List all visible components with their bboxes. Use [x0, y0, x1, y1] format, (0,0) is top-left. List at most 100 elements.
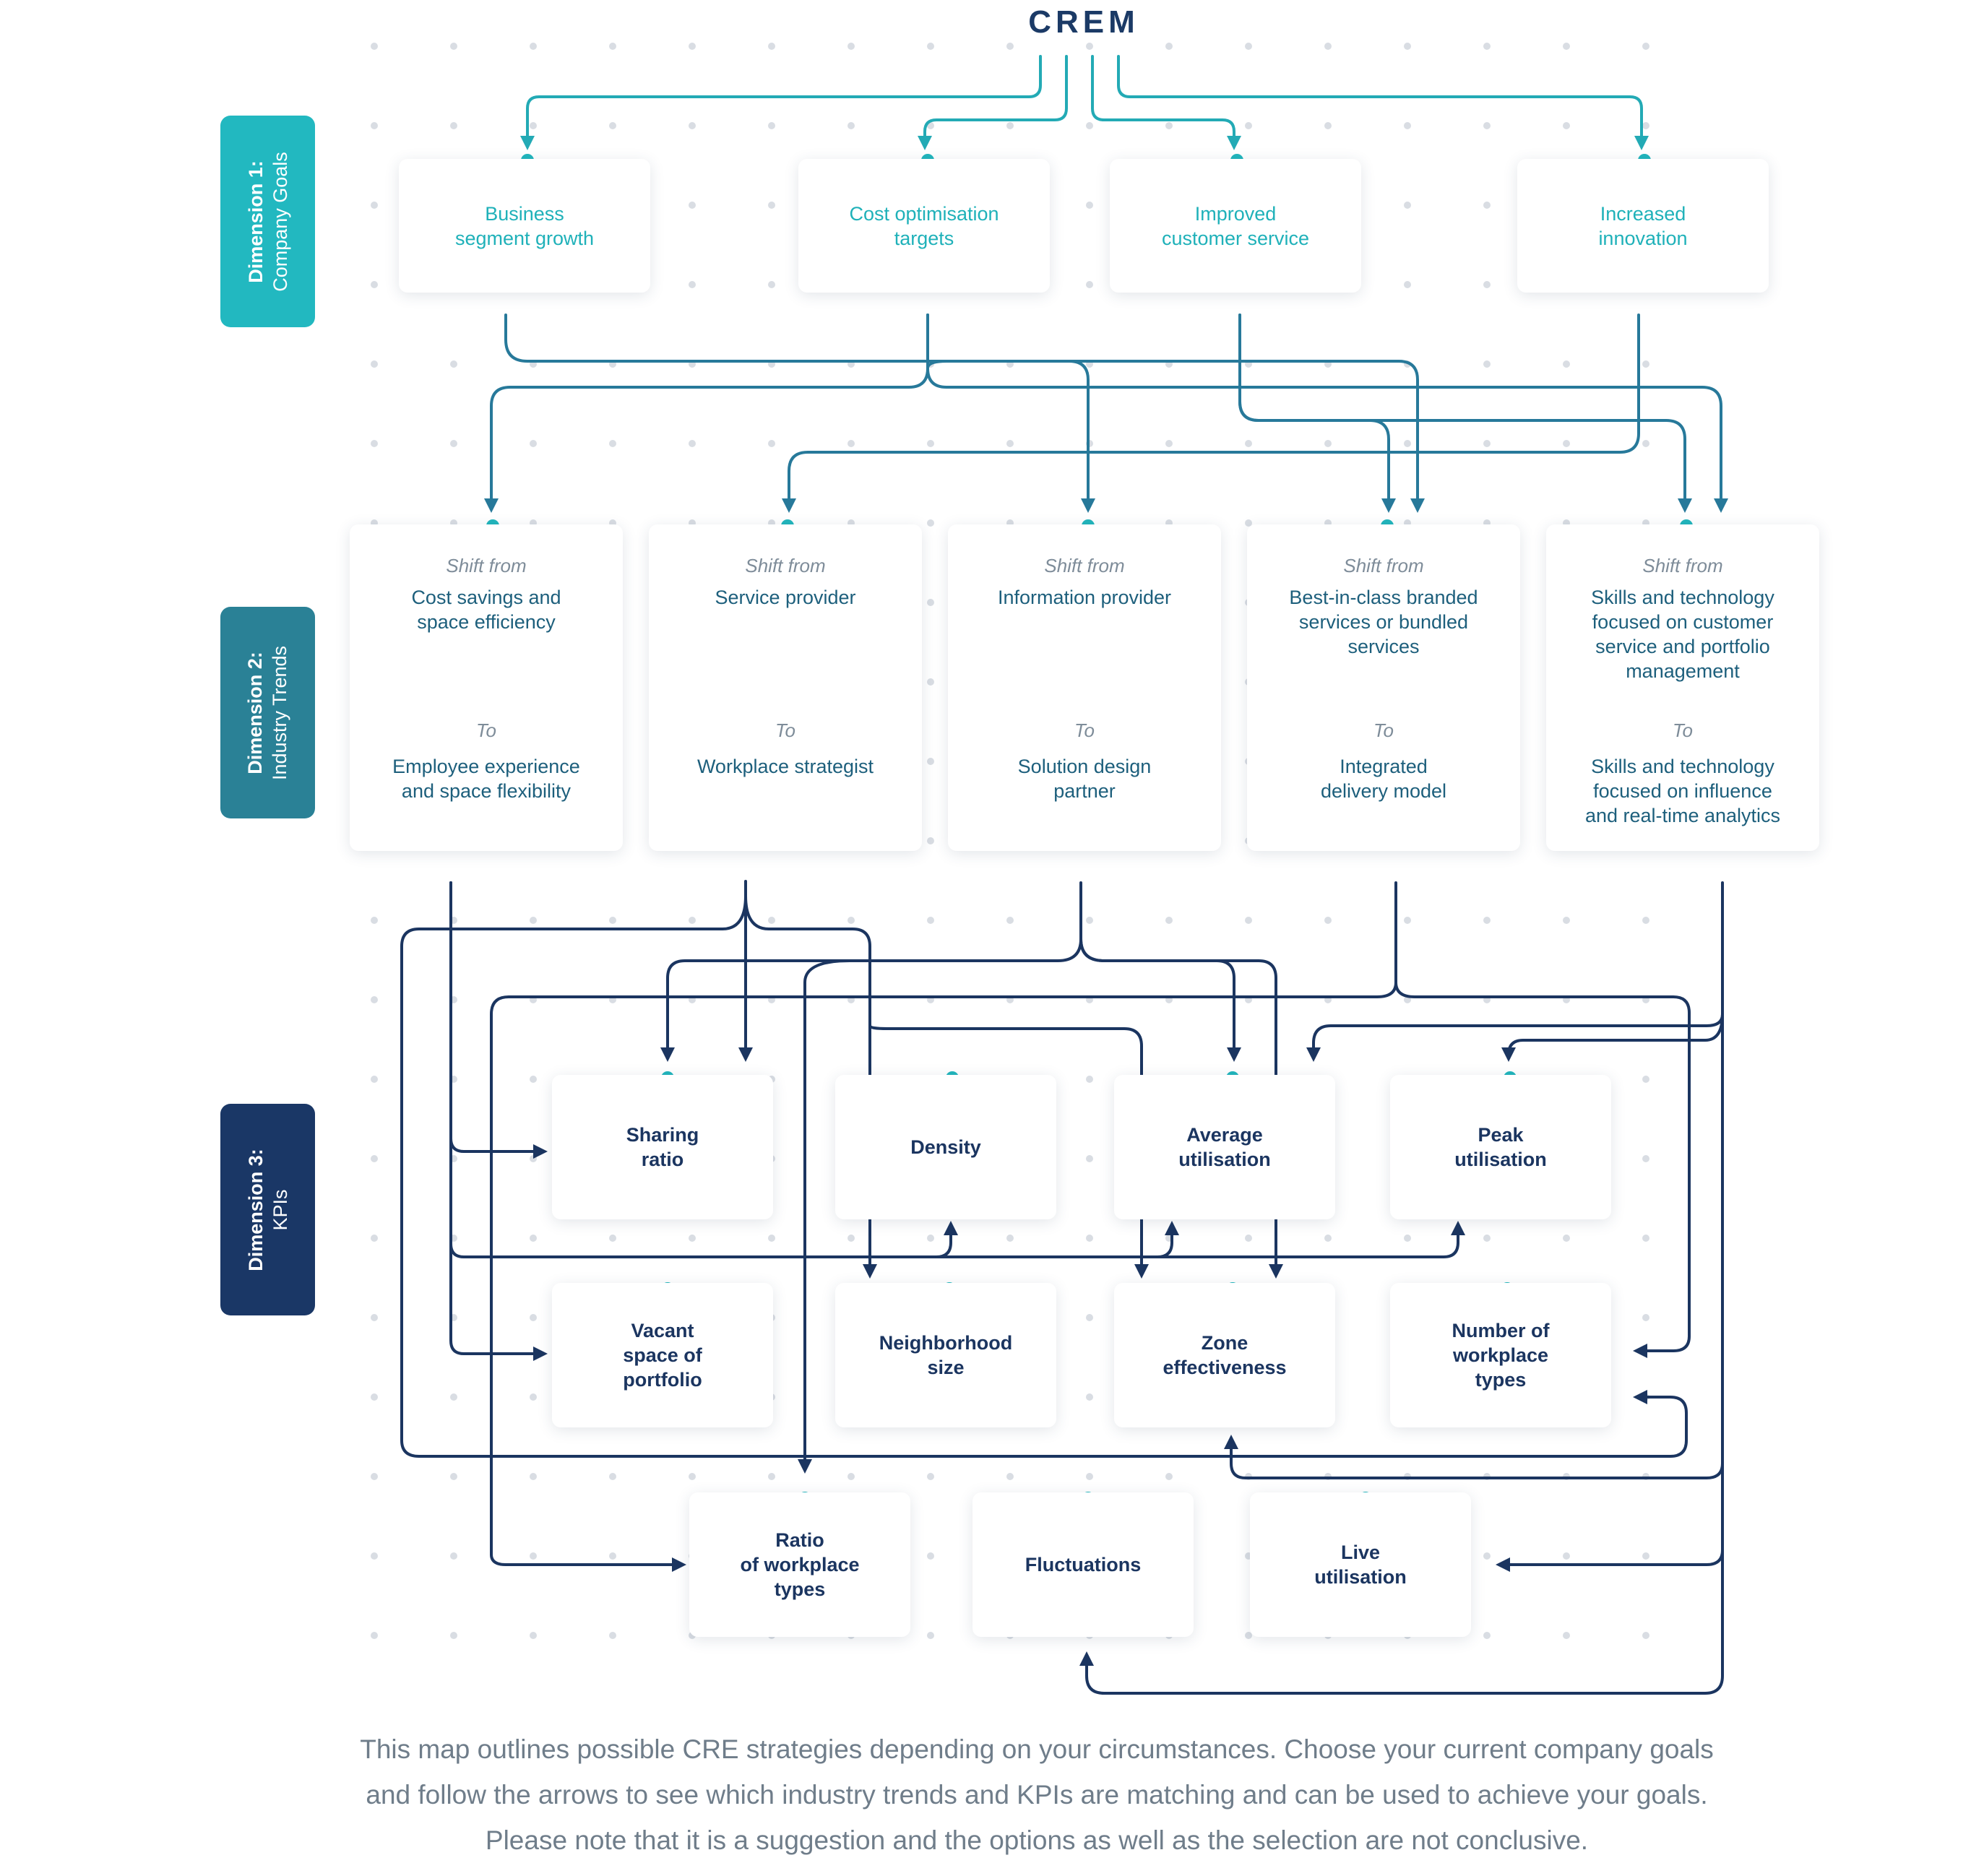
crem-to-cost-optimisation-line [918, 55, 1068, 150]
cost-opt-to-trend5-line [926, 314, 1728, 513]
kpi-card-zone-effectiveness[interactable]: Zone effectiveness [1114, 1283, 1335, 1427]
dimension-1-name: Dimension 1: [244, 160, 267, 283]
to-label: To [775, 719, 795, 741]
crem-title: CREM [1028, 4, 1139, 40]
grid-dot [371, 360, 378, 368]
trend2-to-zone-line [744, 894, 877, 1279]
trend-from-text: Cost savings and space efficiency [411, 587, 561, 633]
grid-dot [371, 996, 378, 1003]
trend-to-text: Employee experience and space flexibilit… [392, 756, 580, 802]
trend1-to-peak-utilisation-line [1156, 1221, 1465, 1258]
grid-dot [1563, 1552, 1570, 1560]
grid-dot [530, 43, 537, 50]
grid-dot [1642, 122, 1649, 129]
goal-card-customer-service[interactable]: Improved customer service [1110, 159, 1361, 293]
grid-dot [371, 43, 378, 50]
kpi-card-neighborhood-size[interactable]: Neighborhood size [835, 1283, 1056, 1427]
trend-card-workplace-strategist[interactable]: Shift from Service provider To Workplace… [649, 524, 922, 851]
grid-dot [927, 519, 934, 527]
grid-dot [1642, 1155, 1649, 1162]
kpi-card-fluctuations[interactable]: Fluctuations [972, 1492, 1194, 1637]
trend-card-real-time-analytics[interactable]: Shift from Skills and technology focused… [1546, 524, 1819, 851]
shift-from-label: Shift from [1044, 555, 1125, 576]
goal-card-cost-optimisation[interactable]: Cost optimisation targets [798, 159, 1050, 293]
grid-dot [1483, 202, 1491, 209]
kpi-card-number-of-workplace-types[interactable]: Number of workplace types [1390, 1283, 1611, 1427]
crem-to-innovation-line [1117, 55, 1649, 150]
kpi-card-vacant-space[interactable]: Vacant space of portfolio [552, 1283, 773, 1427]
trend-card-employee-experience[interactable]: Shift from Cost savings and space effici… [350, 524, 623, 851]
crem-to-customer-service-line [1091, 55, 1241, 150]
grid-dot [609, 917, 616, 924]
trend-card-solution-design[interactable]: Shift from Information provider To Solut… [948, 524, 1221, 851]
grid-dot [927, 1632, 934, 1639]
grid-dot [530, 1076, 537, 1083]
dimension-3-subtitle: KPIs [269, 1188, 291, 1231]
grid-dot [927, 758, 934, 765]
kpi-card-peak-utilisation[interactable]: Peak utilisation [1390, 1075, 1611, 1219]
grid-dot [530, 1473, 537, 1480]
trend-to-text: Solution design partner [1017, 756, 1152, 802]
grid-dot [371, 122, 378, 129]
grid-dot [530, 440, 537, 447]
grid-dot [371, 1552, 378, 1560]
goal-card-business-growth[interactable]: Business segment growth [399, 159, 650, 293]
grid-dot [530, 1155, 537, 1162]
grid-dot [609, 1235, 616, 1242]
trend-card-integrated-delivery[interactable]: Shift from Best-in-class branded service… [1247, 524, 1520, 851]
grid-dot [371, 281, 378, 288]
grid-dot [1642, 917, 1649, 924]
shift-from-label: Shift from [446, 555, 527, 576]
trend2-density-down-line [868, 1024, 1149, 1279]
grid-dot [927, 1552, 934, 1560]
grid-dot [768, 1473, 775, 1480]
grid-dot [1245, 519, 1252, 527]
kpi-card-sharing-ratio[interactable]: Sharing ratio [552, 1075, 773, 1219]
grid-dot [1324, 1235, 1332, 1242]
dimension-1-label: Dimension 1: Company Goals [220, 116, 315, 327]
grid-dot [689, 917, 696, 924]
grid-dot [927, 678, 934, 686]
dimension-2-subtitle: Industry Trends [269, 645, 291, 780]
grid-dot [1165, 122, 1173, 129]
grid-dot [848, 1235, 855, 1242]
goal-card-innovation[interactable]: Increased innovation [1517, 159, 1769, 293]
trend1-to-sharing-ratio-line [449, 881, 548, 1159]
kpi-card-density[interactable]: Density [835, 1075, 1056, 1219]
grid-dot [1165, 1473, 1173, 1480]
grid-dot [768, 202, 775, 209]
trend5-to-average-utilisation-line [1306, 881, 1724, 1062]
grid-dot [450, 43, 457, 50]
grid-dot [371, 202, 378, 209]
grid-dot [1404, 281, 1411, 288]
kpi-card-live-utilisation[interactable]: Live utilisation [1250, 1492, 1471, 1637]
shift-from-label: Shift from [745, 555, 826, 576]
grid-dot [371, 1076, 378, 1083]
grid-dot [768, 122, 775, 129]
grid-dot [371, 1235, 378, 1242]
grid-dot [848, 440, 855, 447]
to-label: To [1373, 719, 1394, 741]
grid-dot [768, 440, 775, 447]
grid-dot [530, 917, 537, 924]
grid-dot [1165, 917, 1173, 924]
trend1-to-vacant-space-line [449, 881, 548, 1361]
kpi-label: Peak utilisation [1454, 1124, 1547, 1170]
kpi-card-ratio-of-workplace-types[interactable]: Ratio of workplace types [689, 1492, 910, 1637]
grid-dot [1642, 440, 1649, 447]
grid-dot [689, 281, 696, 288]
grid-dot [689, 43, 696, 50]
grid-dot [371, 1393, 378, 1401]
grid-dot [450, 440, 457, 447]
grid-dot [1324, 122, 1332, 129]
grid-dot [1642, 43, 1649, 50]
grid-dot [927, 917, 934, 924]
grid-dot [1642, 1076, 1649, 1083]
grid-dot [450, 122, 457, 129]
kpi-card-average-utilisation[interactable]: Average utilisation [1114, 1075, 1335, 1219]
grid-dot [689, 1473, 696, 1480]
grid-dot [1086, 1076, 1093, 1083]
trend3-to-ratio-of-types-line [1079, 938, 1283, 1279]
business-growth-to-trend4-line [504, 314, 1425, 513]
grid-dot [848, 917, 855, 924]
